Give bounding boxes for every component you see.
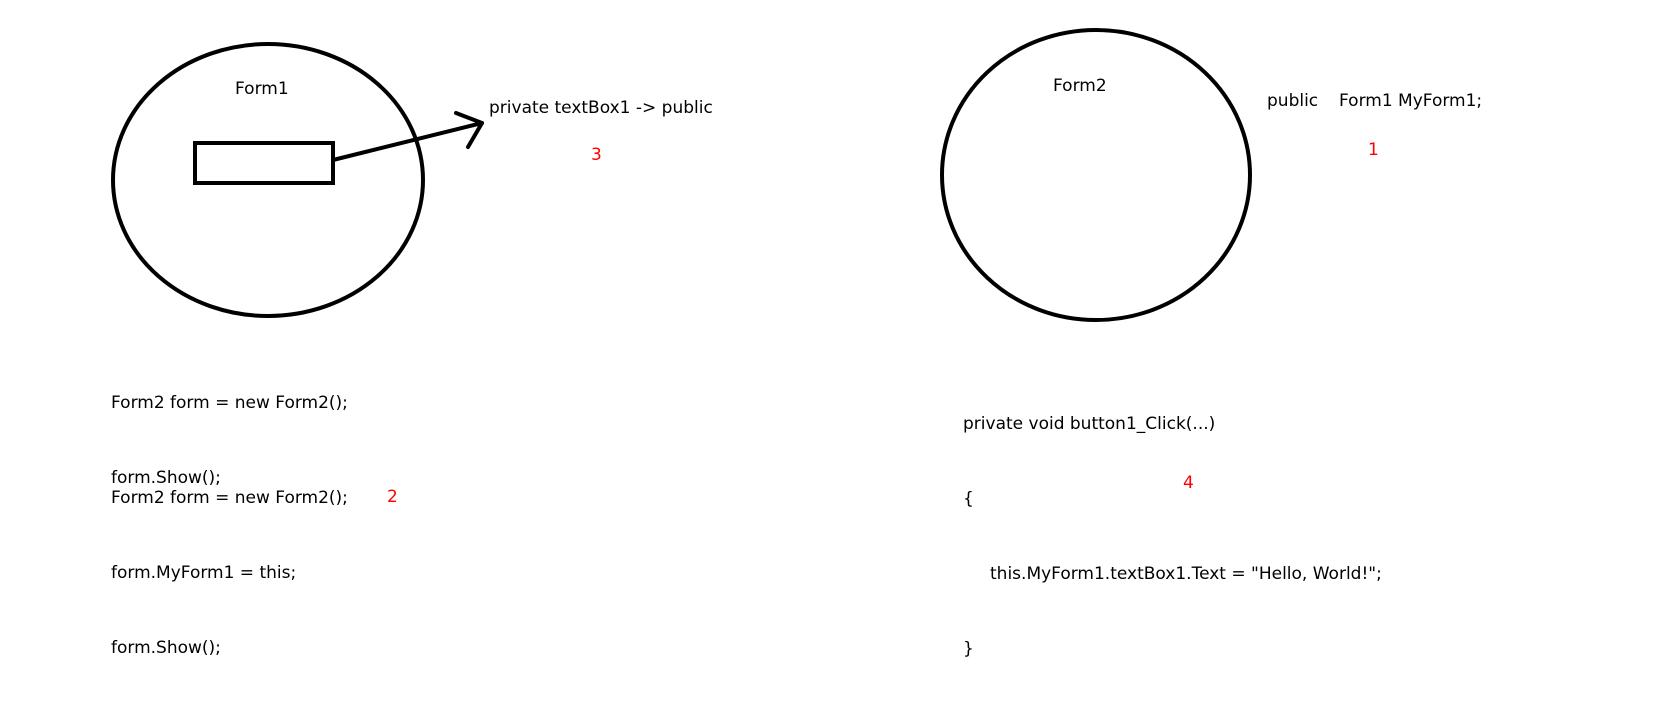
code-block-show-with-ref: Form2 form = new Form2(); form.MyForm1 =… [111, 436, 348, 686]
form2-ellipse [940, 28, 1252, 322]
form1-ellipse [111, 42, 425, 318]
public-keyword-note: public [1267, 91, 1319, 111]
step-number-2: 2 [387, 487, 398, 507]
form2-title: Form2 [1053, 76, 1107, 96]
code-line: Form2 form = new Form2(); [111, 393, 348, 413]
code-line: form.Show(); [111, 638, 221, 658]
form1-title: Form1 [235, 79, 289, 99]
code-block-button-click: private void button1_Click(...) { this.M… [963, 362, 1382, 687]
textbox1-rect [193, 141, 335, 185]
arrow-shaft [331, 121, 484, 162]
code-line: { [963, 489, 974, 509]
arrow-head [454, 111, 484, 149]
code-line: private void button1_Click(...) [963, 414, 1216, 434]
textbox-change-note: private textBox1 -> public [489, 98, 713, 118]
step-number-3: 3 [591, 145, 602, 165]
code-line: this.MyForm1.textBox1.Text = "Hello, Wor… [963, 564, 1382, 584]
field-declaration-note: Form1 MyForm1; [1339, 91, 1483, 111]
code-line: Form2 form = new Form2(); [111, 488, 348, 508]
step-number-1: 1 [1368, 140, 1379, 160]
code-line: form.Show(); [111, 468, 221, 488]
step-number-4: 4 [1183, 473, 1194, 493]
code-line: } [963, 639, 974, 659]
code-line: form.MyForm1 = this; [111, 563, 297, 583]
code-block-show-simple: Form2 form = new Form2(); form.Show(); [111, 341, 348, 516]
